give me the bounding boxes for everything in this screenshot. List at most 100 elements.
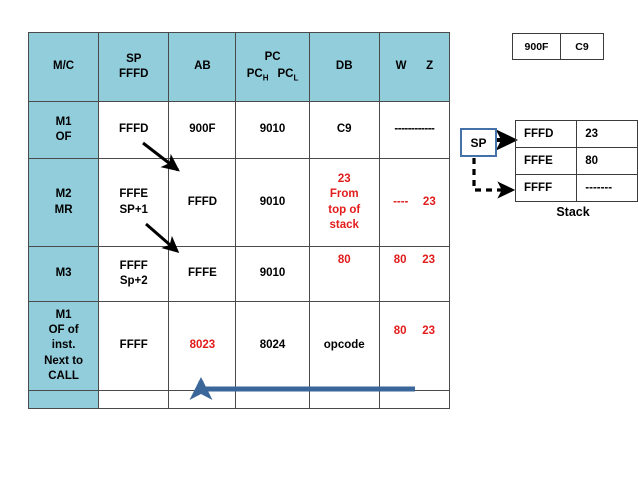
header-cell-ab: AB <box>168 32 237 102</box>
mc-line-1: M3 <box>55 267 72 280</box>
header-cell-db: DB <box>308 32 380 102</box>
mc-line-2: MR <box>54 203 73 216</box>
sp-line-2: Sp+2 <box>119 275 148 287</box>
cell-sp: FFFD <box>98 101 170 159</box>
cell-pc: 9010 <box>235 158 310 247</box>
stack-value: ------- <box>576 174 638 202</box>
sp-line-1: FFFD <box>119 123 149 136</box>
cell-wz <box>378 390 451 409</box>
header-label-pc-high: PCH <box>246 68 269 83</box>
header-label-sp: SP <box>126 52 142 65</box>
header-cell-pc: PC PCH PCL <box>235 32 310 102</box>
db-line-2: From <box>329 188 359 201</box>
mc-line-4: Next to <box>44 354 84 367</box>
z-value: 23 <box>422 254 436 266</box>
pc-value: 8024 <box>259 339 286 352</box>
cell-ab: 900F <box>168 101 237 159</box>
sp-dashed-arrow <box>472 158 516 199</box>
cell-machine-cycle: M2 MR <box>27 158 100 247</box>
cell-wz: ---- 23 <box>378 158 451 247</box>
table-header-row: M/C SP FFFD AB PC PCH PCL DB W <box>27 32 451 102</box>
stack-address: FFFE <box>514 147 578 175</box>
header-cell-mc: M/C <box>27 32 100 102</box>
opcode-box-address: 900F <box>512 33 561 60</box>
sp-line-1: FFFE <box>119 188 149 201</box>
sp-line-1: FFFF <box>119 259 148 272</box>
table-row: M2 MR FFFE SP+1 FFFD 9010 23 From top of… <box>27 158 451 247</box>
header-label-db: DB <box>335 60 353 73</box>
cell-pc: 8024 <box>235 301 310 391</box>
cell-machine-cycle: M3 <box>27 246 100 302</box>
header-label-z: Z <box>426 60 434 73</box>
cell-pc <box>235 390 310 409</box>
mc-line-1: M2 <box>55 188 72 201</box>
cell-sp <box>98 390 170 409</box>
w-value: 80 <box>393 254 407 266</box>
cell-db: opcode <box>308 301 380 391</box>
stack-pointer-box: SP <box>460 128 497 157</box>
header-label-ab: AB <box>194 60 211 73</box>
stack-pointer-label: SP <box>470 135 487 150</box>
stack-row: FFFF ------- <box>514 174 638 202</box>
header-label-w: W <box>395 60 407 73</box>
mc-line-3: inst. <box>51 339 76 352</box>
db-line-3: top of <box>328 203 361 216</box>
pc-value: 9010 <box>259 195 286 208</box>
header-cell-sp: SP FFFD <box>98 32 170 102</box>
ab-value: 8023 <box>189 339 216 352</box>
w-value: ---- <box>393 195 409 208</box>
ab-value: FFFE <box>188 267 217 280</box>
header-label-pc-low: PCL <box>277 68 299 83</box>
header-label-sp-value: FFFD <box>119 68 149 80</box>
stack-table: FFFD 23 FFFE 80 FFFF ------- <box>514 120 638 202</box>
mc-line-2: OF <box>55 131 72 143</box>
stack-address: FFFD <box>514 120 578 148</box>
header-cell-wz: W Z <box>378 32 451 102</box>
w-value: ------------ <box>394 123 435 136</box>
cell-db: 23 From top of stack <box>308 158 380 247</box>
stack-address: FFFF <box>514 174 578 202</box>
header-label-pc: PC <box>264 50 281 63</box>
z-value: 23 <box>422 195 436 208</box>
cell-pc: 9010 <box>235 246 310 302</box>
stack-row: FFFD 23 <box>514 120 638 148</box>
cell-machine-cycle: M1 OF <box>27 101 100 159</box>
mc-line-5: CALL <box>48 369 79 382</box>
opcode-memory-box: 900F C9 <box>512 33 604 60</box>
sp-line-2: SP+1 <box>119 203 148 216</box>
sp-line-1: FFFF <box>119 339 148 352</box>
cell-wz: 80 23 <box>378 246 451 302</box>
cell-wz: 80 23 <box>378 301 451 391</box>
cell-sp: FFFF Sp+2 <box>98 246 170 302</box>
cell-ab: FFFE <box>168 246 237 302</box>
cell-machine-cycle <box>27 390 100 409</box>
pc-value: 9010 <box>259 123 286 136</box>
db-line-1: C9 <box>336 123 352 136</box>
ab-value: FFFD <box>187 195 218 208</box>
db-line-1: 80 <box>337 254 351 266</box>
cell-db: 80 <box>308 246 380 302</box>
cell-db: C9 <box>308 101 380 159</box>
cell-wz: ------------ <box>378 101 451 159</box>
machine-cycle-table: M/C SP FFFD AB PC PCH PCL DB W <box>27 32 451 409</box>
cell-machine-cycle: M1 OF of inst. Next to CALL <box>27 301 100 391</box>
table-row-empty <box>27 390 451 409</box>
stack-value: 23 <box>576 120 638 148</box>
cell-sp: FFFF <box>98 301 170 391</box>
pc-value: 9010 <box>259 267 286 280</box>
cell-ab: FFFD <box>168 158 237 247</box>
cell-ab <box>168 390 237 409</box>
stack-caption: Stack <box>556 205 590 219</box>
table-row: M1 OF FFFD 900F 9010 C9 ------------ <box>27 101 451 159</box>
mc-line-1: M1 <box>55 309 72 322</box>
table-row: M1 OF of inst. Next to CALL FFFF 8023 80… <box>27 301 451 391</box>
cell-db <box>308 390 380 409</box>
opcode-box-row: 900F C9 <box>512 33 604 60</box>
z-value: 23 <box>422 325 436 337</box>
ab-value: 900F <box>189 123 216 136</box>
mc-line-2: OF of <box>48 324 79 337</box>
stack-row: FFFE 80 <box>514 147 638 175</box>
cell-ab: 8023 <box>168 301 237 391</box>
opcode-box-data: C9 <box>560 33 604 60</box>
cell-sp: FFFE SP+1 <box>98 158 170 247</box>
